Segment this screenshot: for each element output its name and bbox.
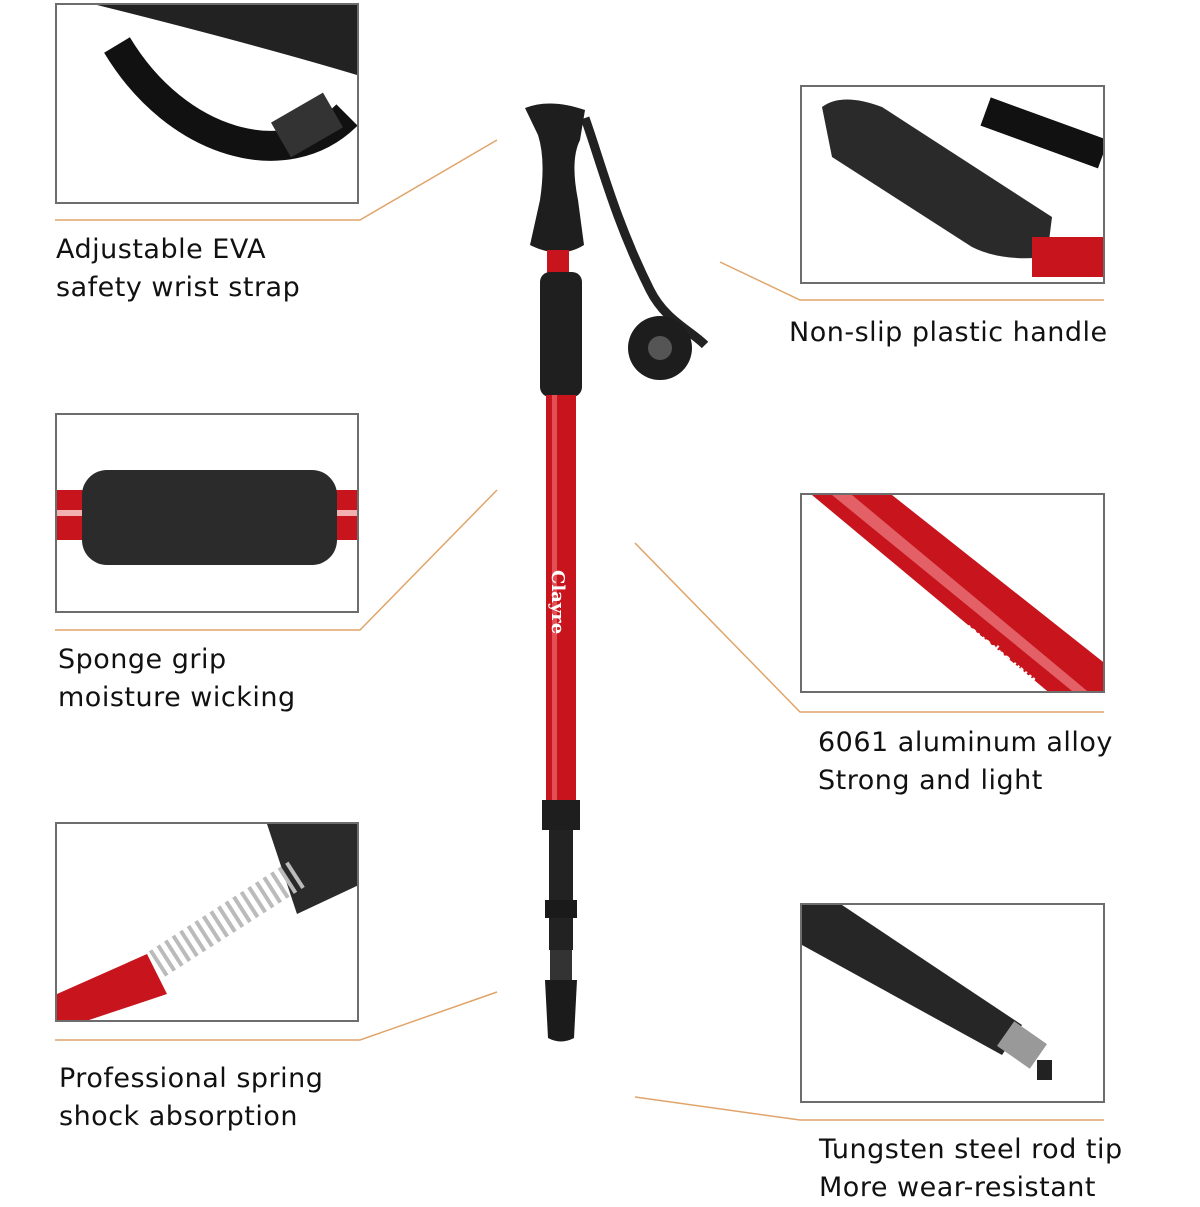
label-line: safety wrist strap xyxy=(56,272,301,303)
label-line: Strong and light xyxy=(818,765,1043,796)
detail-photo-sponge xyxy=(55,413,359,613)
feature-label-sponge: Sponge grip moisture wicking xyxy=(58,641,296,717)
detail-photo-tip xyxy=(800,903,1105,1103)
leader-line-tip xyxy=(634,1096,1104,1121)
detail-photo-strap xyxy=(55,3,359,204)
label-line: More wear-resistant xyxy=(819,1172,1096,1203)
detail-photo-alloy: with superior xyxy=(800,493,1105,693)
wrist-strap xyxy=(580,116,709,349)
feature-label-alloy: 6061 aluminum alloy Strong and light xyxy=(818,724,1113,800)
rubber-tip xyxy=(545,980,577,1042)
foam-grip xyxy=(540,272,582,397)
label-line: Professional spring xyxy=(59,1063,324,1094)
leader-line-handle xyxy=(719,261,1104,301)
pole-handle xyxy=(525,103,585,253)
label-line: Tungsten steel rod tip xyxy=(819,1134,1123,1165)
label-line: 6061 aluminum alloy xyxy=(818,727,1113,758)
label-line: Sponge grip xyxy=(58,644,227,675)
feature-label-spring: Professional spring shock absorption xyxy=(59,1060,323,1136)
lower-shaft xyxy=(549,830,573,950)
detail-photo-handle xyxy=(800,85,1105,284)
feature-label-handle: Non-slip plastic handle xyxy=(789,314,1108,352)
label-line: Non-slip plastic handle xyxy=(789,317,1108,348)
main-shaft xyxy=(546,395,576,805)
feature-label-tip: Tungsten steel rod tip More wear-resista… xyxy=(819,1131,1123,1207)
lock-collar xyxy=(542,800,580,830)
detail-photo-spring xyxy=(55,822,359,1022)
feature-label-strap: Adjustable EVA safety wrist strap xyxy=(56,231,300,307)
label-line: moisture wicking xyxy=(58,682,296,713)
leader-line-alloy xyxy=(634,542,1104,713)
leader-line-sponge xyxy=(55,489,498,631)
label-line: shock absorption xyxy=(59,1101,298,1132)
pole-brand: Clayre xyxy=(547,570,568,634)
label-line: Adjustable EVA xyxy=(56,234,267,265)
leader-line-strap xyxy=(55,139,498,221)
leader-line-spring xyxy=(55,991,498,1041)
